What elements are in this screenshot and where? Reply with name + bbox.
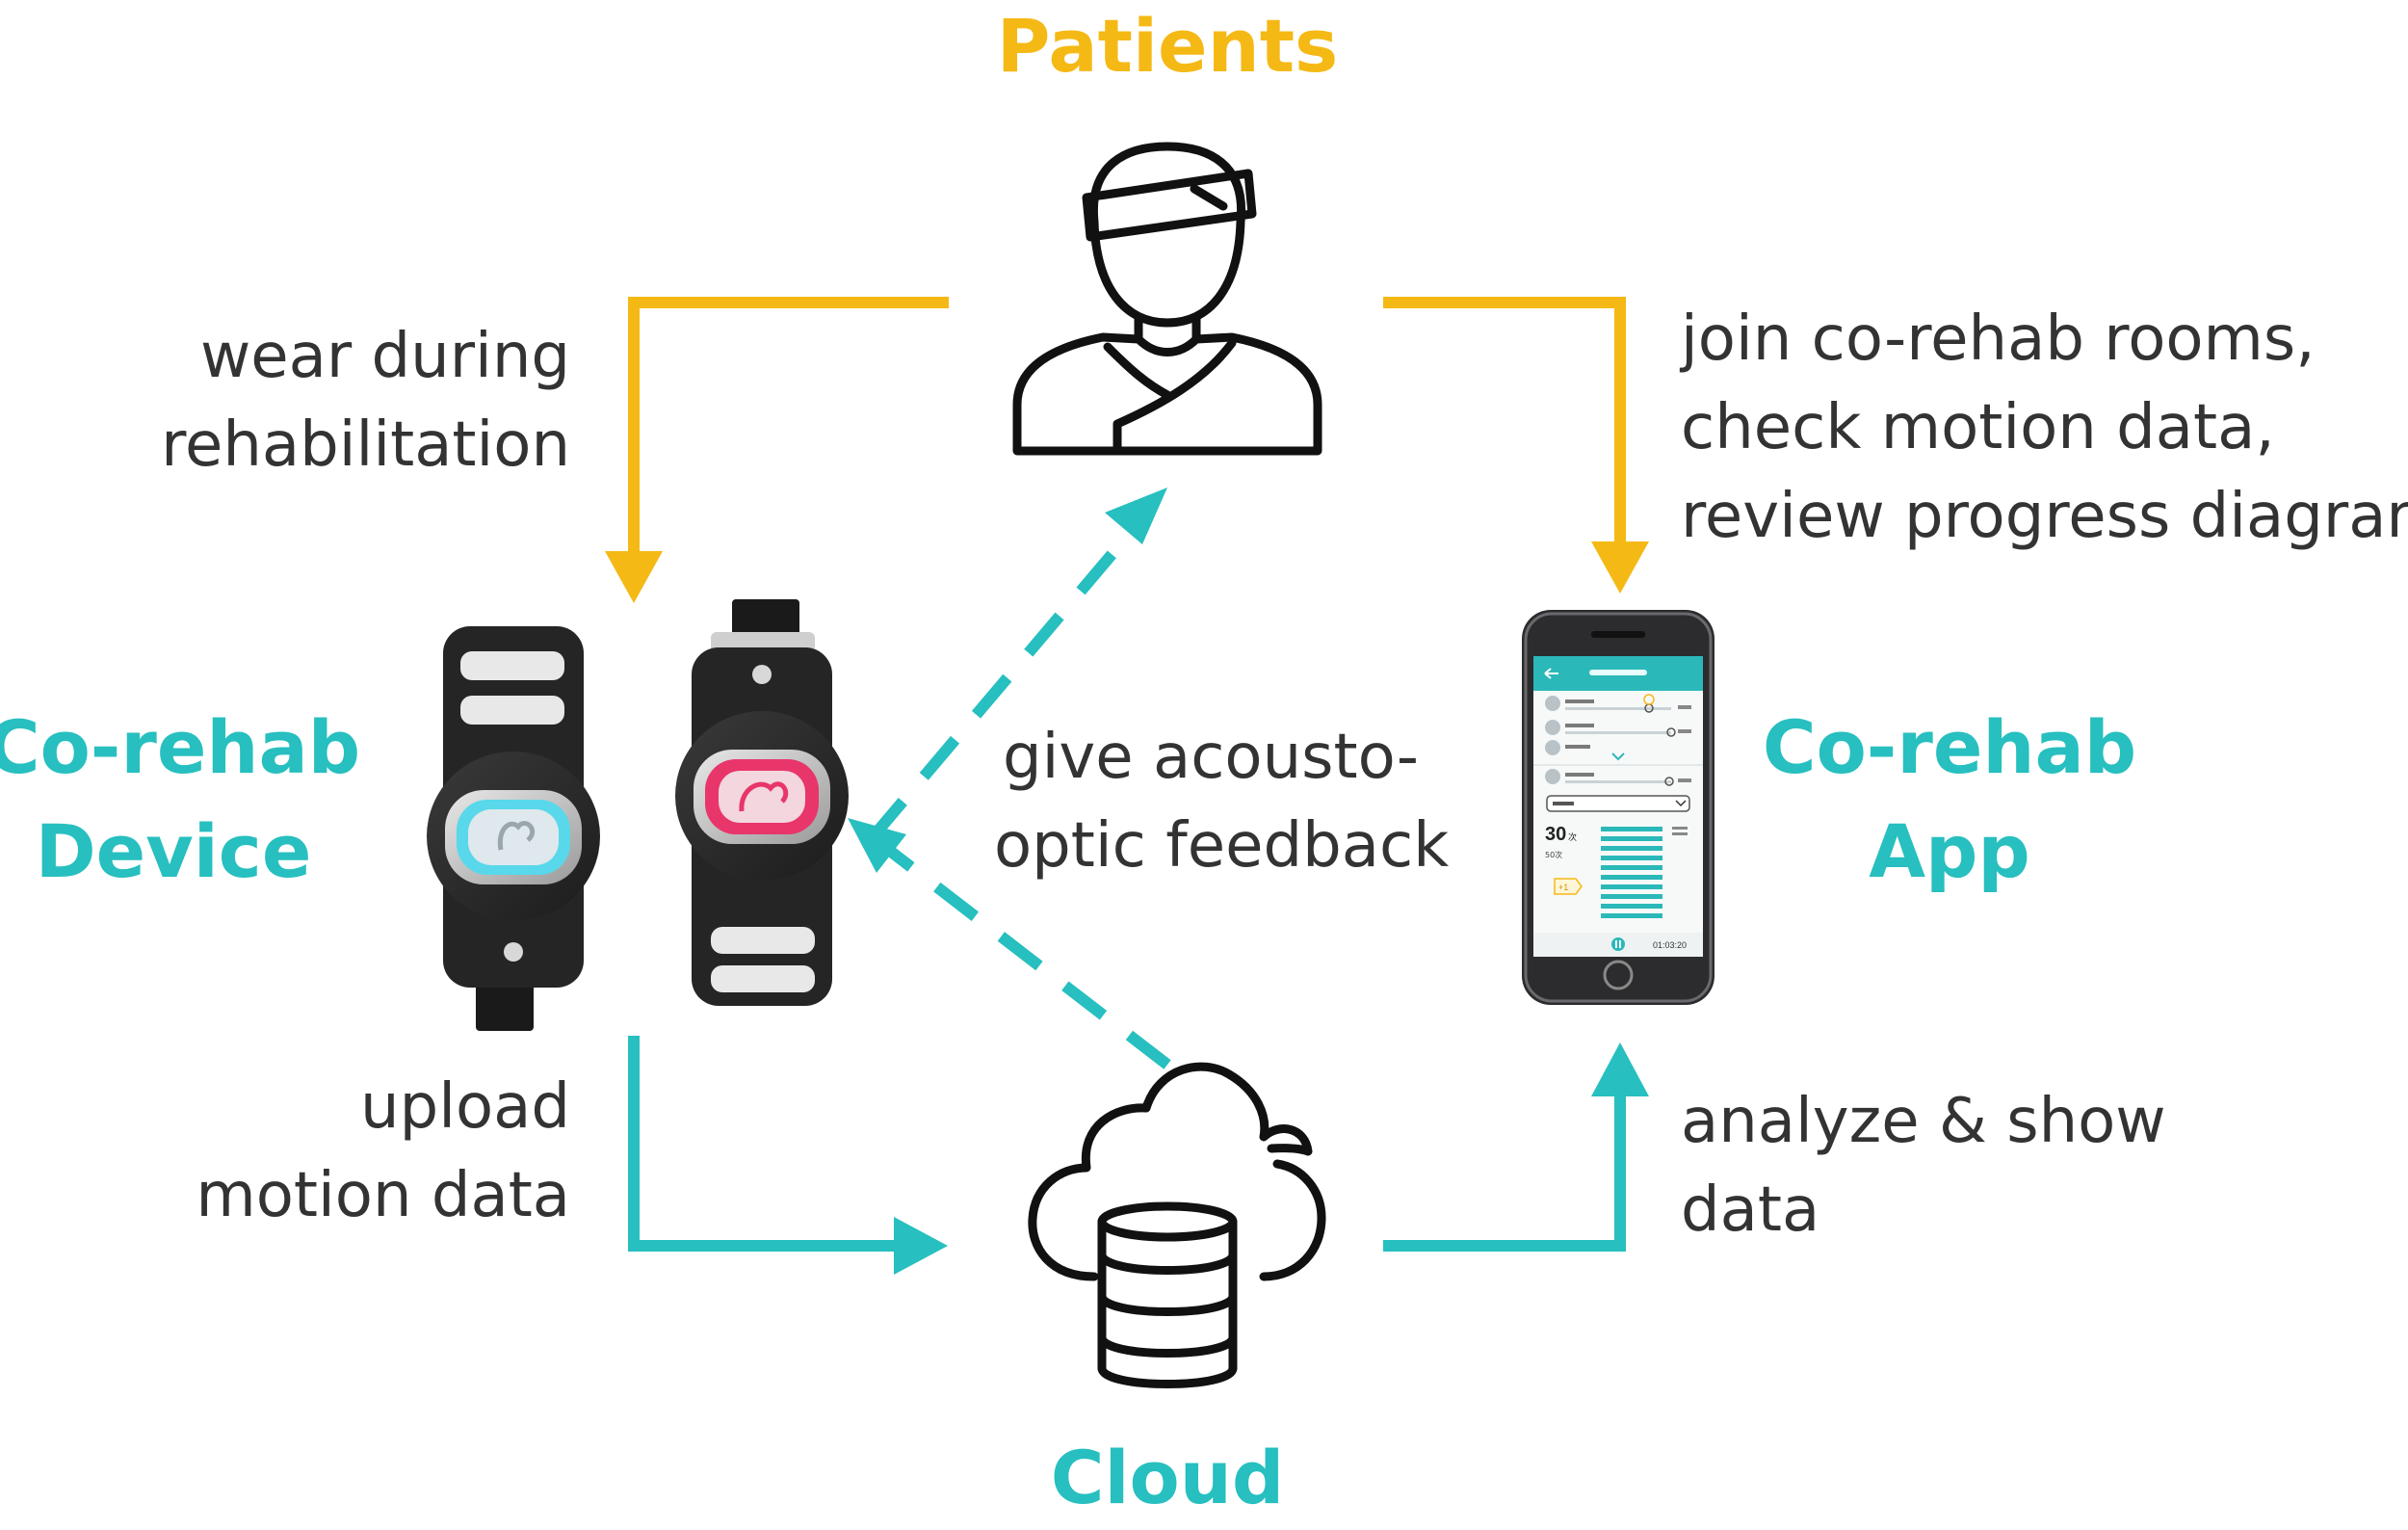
- label-line: upload: [360, 1071, 570, 1143]
- phone-progress-bars: [1601, 827, 1662, 918]
- arrow-cloud-to-app: [1383, 1042, 1649, 1252]
- wristband-right: [675, 599, 849, 1006]
- label-give-acousto-optic-feedback: give acousto- optic feedback: [994, 713, 1450, 890]
- app-title: Co-rehab App: [1757, 696, 2142, 904]
- patient-icon: [1012, 142, 1322, 456]
- label-line: motion data: [196, 1160, 570, 1231]
- label-line: join co-rehab rooms,: [1681, 303, 2316, 375]
- phone-user-list: [1533, 694, 1703, 786]
- label-upload-motion-data: upload motion data: [116, 1063, 570, 1240]
- label-analyze-and-show-data: analyze & show data: [1681, 1077, 2166, 1254]
- label-line: review progress diagram: [1681, 481, 2408, 552]
- label-line: check motion data,: [1681, 392, 2275, 463]
- cloud-title: Cloud: [975, 1426, 1360, 1530]
- arrow-patients-to-device: [605, 297, 949, 603]
- arrow-device-to-patients-dashed: [867, 488, 1167, 842]
- phone-badge: +1: [1558, 883, 1568, 892]
- device-title-line-2: Device: [35, 808, 312, 894]
- app-title-line-1: Co-rehab: [1762, 704, 2137, 790]
- app-title-line-2: App: [1869, 808, 2030, 894]
- phone-big-unit: 次: [1568, 831, 1577, 843]
- label-line: optic feedback: [994, 810, 1450, 882]
- wristband-device: [427, 599, 849, 1031]
- patients-title: Patients: [975, 0, 1360, 98]
- phone-screen: 30 次 50次: [1533, 656, 1703, 957]
- patients-title-text: Patients: [996, 3, 1339, 89]
- device-title-line-1: Co-rehab: [0, 704, 361, 790]
- label-join-co-rehab-rooms: join co-rehab rooms, check motion data, …: [1681, 295, 2408, 561]
- phone-big-count: 30: [1545, 824, 1566, 845]
- cloud-database-icon: [1028, 1062, 1326, 1388]
- label-line: give acousto-: [1003, 722, 1419, 793]
- phone-sub-count: 50次: [1545, 850, 1562, 859]
- arrow-cloud-to-device-dashed: [848, 818, 1171, 1069]
- cloud-title-text: Cloud: [1050, 1435, 1285, 1520]
- label-line: analyze & show: [1681, 1086, 2166, 1157]
- smartphone: 30 次 50次: [1522, 610, 1714, 1005]
- label-line: rehabilitation: [161, 409, 570, 481]
- phone-timer: 01:03:20: [1653, 940, 1687, 950]
- label-line: wear during: [199, 321, 570, 392]
- arrow-device-to-cloud: [628, 1036, 948, 1275]
- label-line: data: [1681, 1174, 1820, 1246]
- wristband-left: [427, 626, 600, 1031]
- label-wear-during-rehabilitation: wear during rehabilitation: [58, 312, 570, 489]
- arrow-patients-to-app: [1383, 297, 1649, 594]
- device-title: Co-rehab Device: [0, 696, 366, 904]
